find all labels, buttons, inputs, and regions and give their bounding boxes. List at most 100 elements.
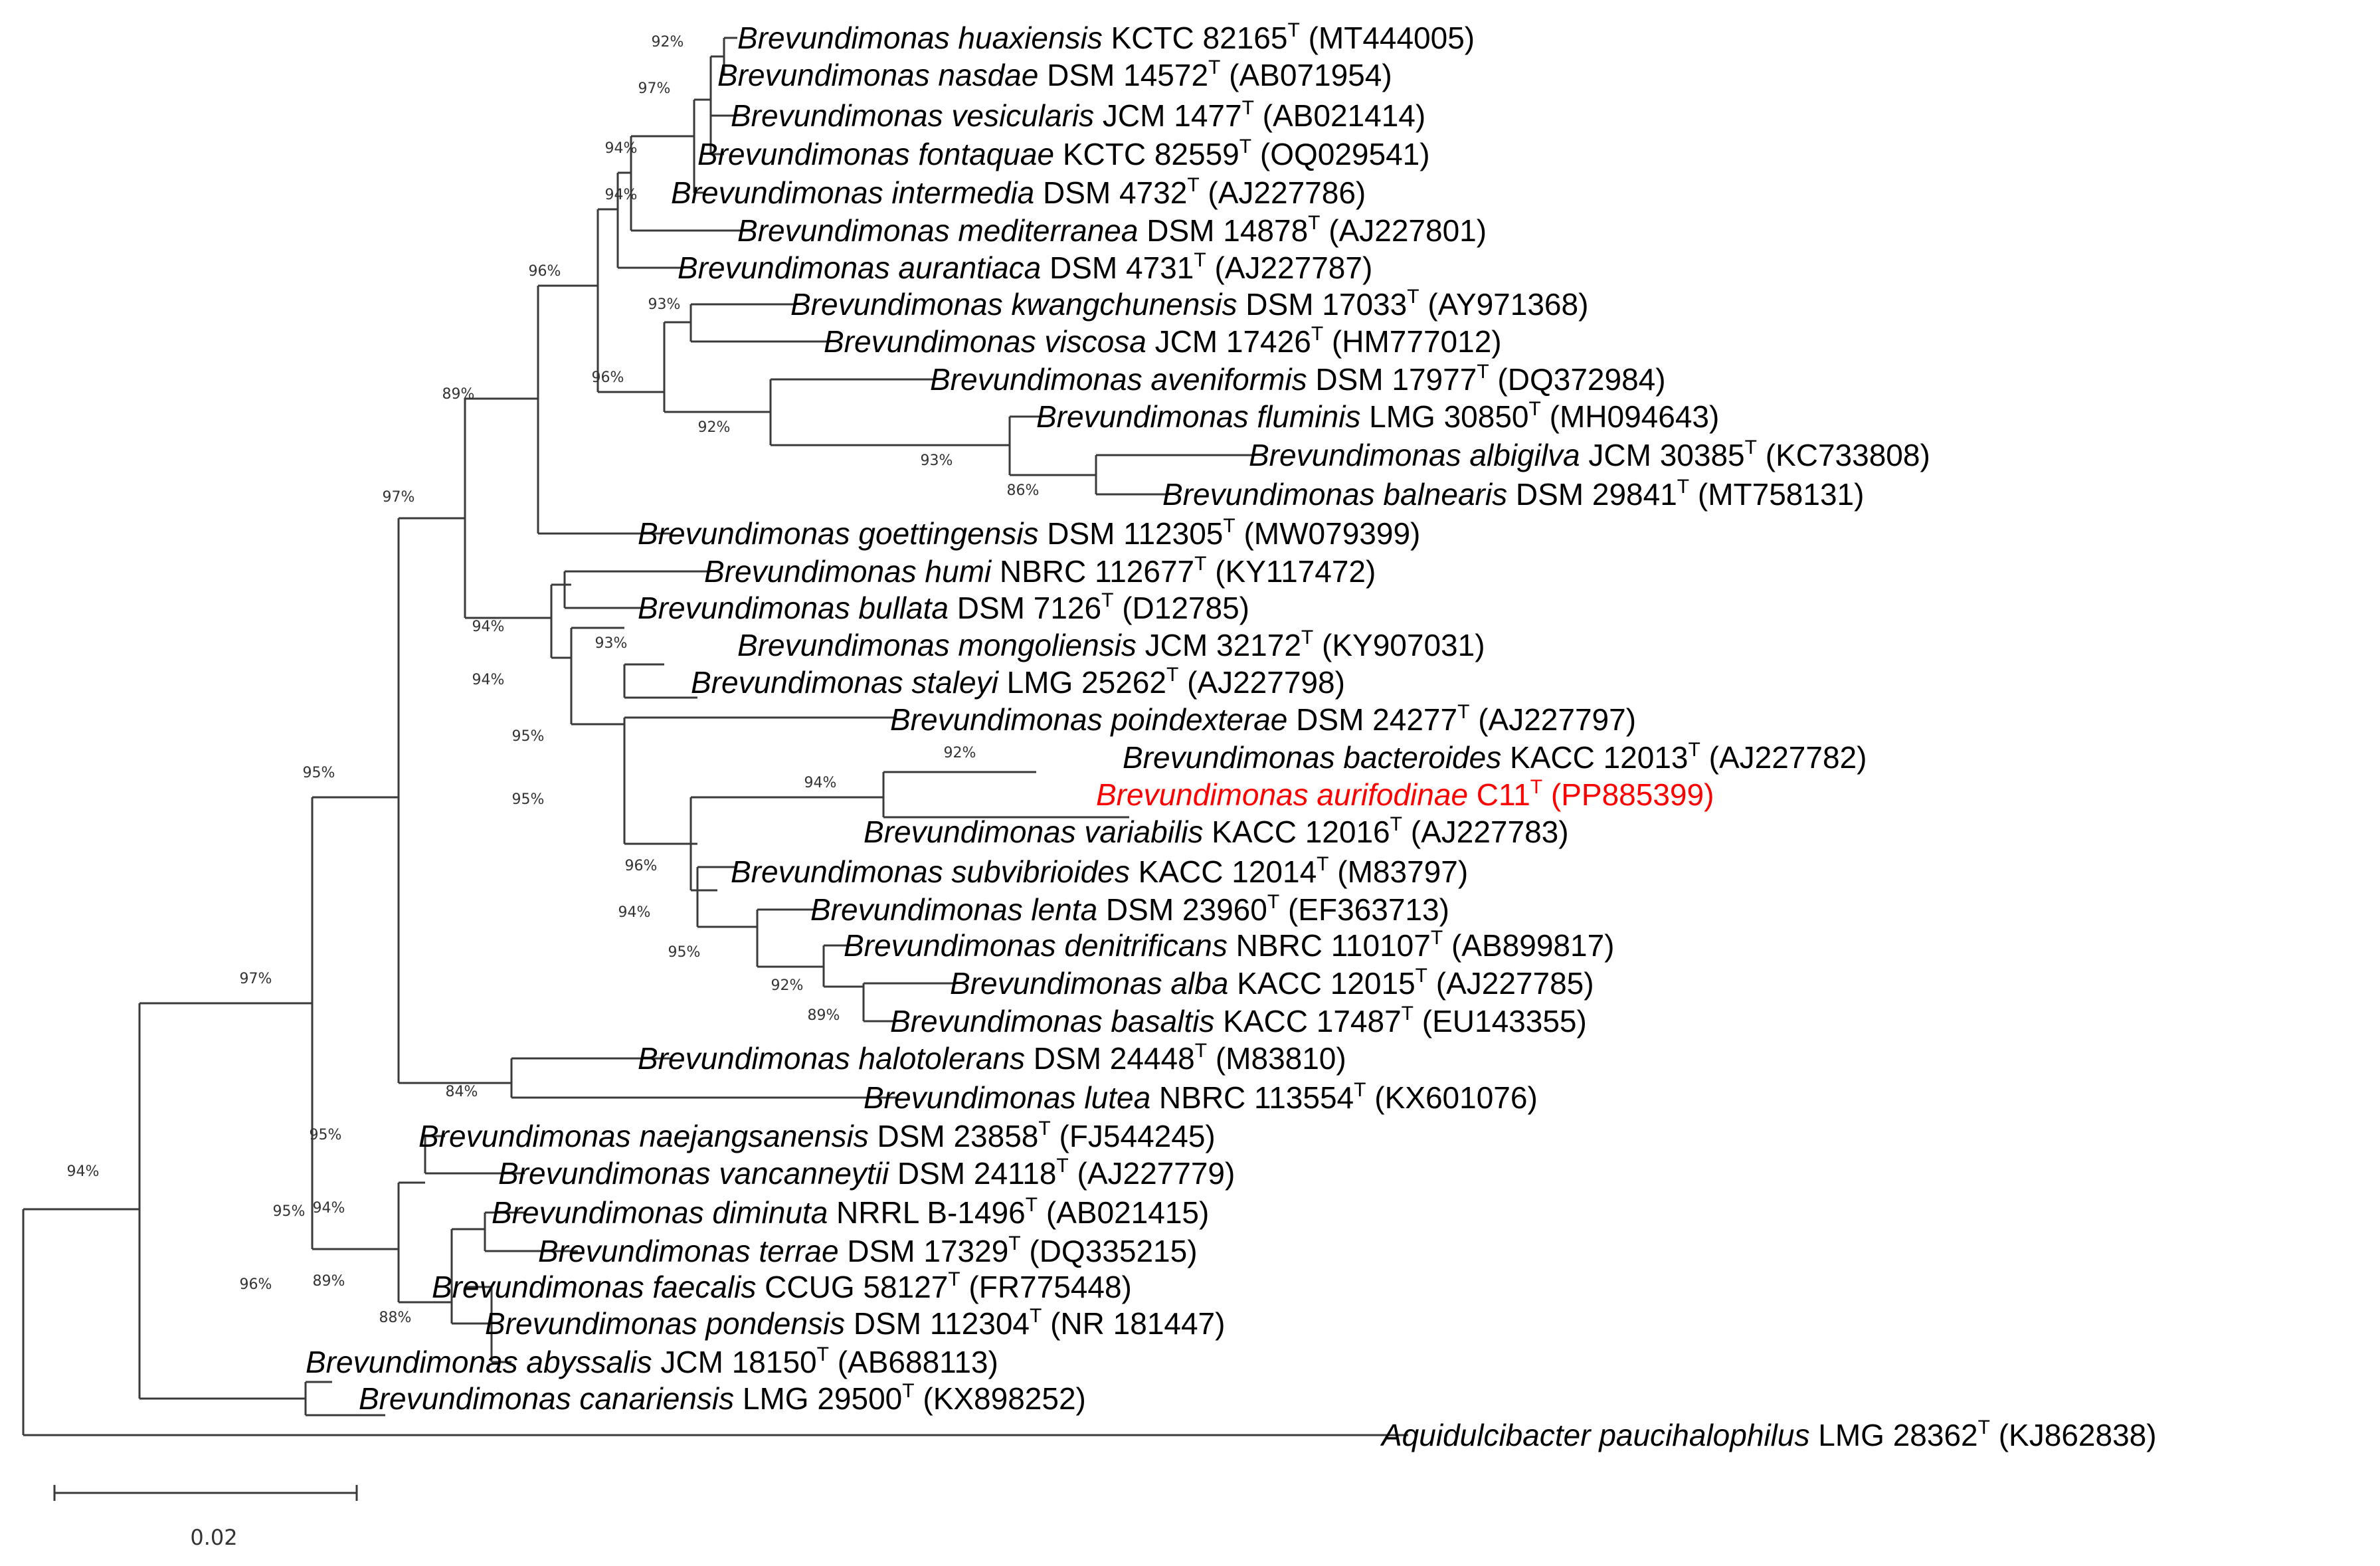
taxon-accession: (AJ227797) (1469, 702, 1636, 737)
bootstrap-value: 94% (313, 1200, 345, 1217)
bootstrap-value: 89% (442, 386, 475, 403)
taxon-accession: (KX898252) (915, 1381, 1086, 1416)
taxon-strain: KACC 12015 (1228, 966, 1415, 1001)
bootstrap-value: 84% (446, 1084, 478, 1100)
taxon-accession: (AB688113) (829, 1345, 998, 1379)
scale-bar-label: 0.02 (190, 1525, 237, 1550)
taxon-genus: Brevundimonas (790, 287, 1011, 322)
taxon-strain: KCTC 82559 (1054, 137, 1239, 171)
taxon-strain: DSM 29841 (1507, 477, 1677, 512)
taxon-species: terrae (759, 1234, 838, 1268)
type-strain-mark: T (1166, 664, 1178, 686)
type-strain-mark: T (1689, 739, 1700, 761)
taxon-strain: NBRC 112677 (991, 554, 1194, 589)
taxon-species: mongoliensis (958, 628, 1136, 662)
taxon-species: goettingensis (858, 516, 1038, 551)
taxon-species: basaltis (1111, 1004, 1214, 1038)
taxon-genus: Brevundimonas (678, 250, 898, 285)
taxon-strain: LMG 28362 (1809, 1418, 1977, 1452)
taxon-accession: (AJ227782) (1700, 740, 1867, 775)
taxon-species: bullata (858, 591, 949, 625)
taxon-genus: Brevundimonas (432, 1270, 652, 1304)
taxon-strain: JCM 32172 (1137, 628, 1301, 662)
taxon-species: bacteroides (1343, 740, 1501, 775)
taxon-species: aurifodinae (1317, 777, 1468, 812)
type-strain-mark: T (1317, 853, 1328, 875)
taxon-label: Brevundimonas canariensis LMG 29500T (KX… (359, 1380, 1086, 1416)
taxon-species: mediterranea (958, 213, 1138, 248)
taxon-species: humi (925, 554, 992, 589)
bootstrap-value: 94% (67, 1163, 100, 1180)
taxon-accession: (PP885399) (1542, 777, 1714, 812)
type-strain-mark: T (1195, 1040, 1207, 1062)
taxon-strain: DSM 17977 (1307, 362, 1477, 397)
taxon-accession: (DQ372984) (1489, 362, 1666, 397)
taxon-label: Brevundimonas faecalis CCUG 58127T (FR77… (432, 1268, 1132, 1304)
taxon-genus: Brevundimonas (890, 1004, 1111, 1038)
type-strain-mark: T (1477, 361, 1489, 383)
taxon-label: Brevundimonas mediterranea DSM 14878T (A… (737, 212, 1487, 248)
taxon-species: diminuta (712, 1195, 828, 1230)
bootstrap-value: 94% (605, 187, 638, 203)
taxon-strain: NBRC 110107 (1228, 928, 1431, 963)
taxon-species: subvibrioides (951, 854, 1129, 889)
taxon-accession: (MT758131) (1689, 477, 1864, 512)
taxon-genus: Brevundimonas (697, 137, 918, 171)
taxon-strain: DSM 4732 (1034, 175, 1187, 210)
taxon-species: viscosa (1044, 324, 1146, 359)
taxon-species: staleyi (911, 665, 999, 700)
type-strain-mark: T (1457, 701, 1469, 723)
taxon-strain: JCM 17426 (1146, 324, 1311, 359)
taxon-strain: NBRC 113554 (1150, 1080, 1354, 1115)
taxon-species: aveniformis (1150, 362, 1307, 397)
taxon-accession: (KJ862838) (1990, 1418, 2157, 1452)
taxon-label: Brevundimonas goettingensis DSM 112305T … (638, 515, 1420, 551)
taxon-species: intermedia (891, 175, 1034, 210)
taxon-species: variabilis (1084, 815, 1203, 849)
bootstrap-value: 92% (652, 34, 684, 50)
taxon-label: Brevundimonas lenta DSM 23960T (EF363713… (810, 891, 1449, 927)
taxon-genus: Brevundimonas (731, 854, 951, 889)
taxon-accession: (OQ029541) (1251, 137, 1429, 171)
taxon-genus: Brevundimonas (704, 554, 925, 589)
taxon-strain: DSM 23960 (1097, 892, 1267, 927)
taxon-species: albigilva (1469, 438, 1580, 472)
taxon-label: Brevundimonas subvibrioides KACC 12014T … (731, 853, 1468, 889)
taxon-genus: Brevundimonas (1036, 399, 1257, 434)
taxon-species: faecalis (652, 1270, 756, 1304)
type-strain-mark: T (1026, 1194, 1038, 1216)
taxon-accession: (MT444005) (1300, 21, 1475, 55)
type-strain-mark: T (1530, 776, 1542, 798)
bootstrap-value: 93% (921, 452, 953, 469)
taxon-accession: (AB021415) (1038, 1195, 1209, 1230)
taxon-genus: Brevundimonas (844, 928, 1064, 963)
bootstrap-value: 96% (625, 858, 658, 874)
bootstrap-value: 89% (313, 1273, 345, 1290)
taxon-species: abyssalis (526, 1345, 652, 1379)
taxon-strain: KACC 12013 (1501, 740, 1688, 775)
taxon-species: paucihalophilus (1598, 1418, 1809, 1452)
taxon-label: Brevundimonas albigilva JCM 30385T (KC73… (1249, 437, 1930, 472)
bootstrap-value: 92% (944, 745, 976, 761)
taxon-species: denitrificans (1064, 928, 1227, 963)
type-strain-mark: T (1301, 627, 1313, 648)
taxon-label: Brevundimonas nasdae DSM 14572T (AB07195… (717, 56, 1392, 92)
taxon-label: Brevundimonas naejangsanensis DSM 23858T… (418, 1118, 1216, 1153)
taxon-species: vancanneytii (719, 1156, 889, 1191)
taxon-label: Brevundimonas poindexterae DSM 24277T (A… (890, 701, 1636, 737)
type-strain-mark: T (902, 1380, 914, 1402)
bootstrap-value: 94% (618, 904, 651, 921)
taxon-accession: (EU143355) (1414, 1004, 1587, 1038)
taxon-label: Brevundimonas humi NBRC 112677T (KY11747… (704, 553, 1376, 589)
taxon-species: kwangchunensis (1011, 287, 1237, 322)
taxon-label: Brevundimonas kwangchunensis DSM 17033T … (790, 286, 1588, 322)
taxon-accession: (AJ227786) (1200, 175, 1366, 210)
bootstrap-value: 96% (240, 1276, 272, 1293)
taxon-strain: DSM 17329 (839, 1234, 1009, 1268)
taxon-species: lenta (1031, 892, 1097, 927)
taxon-accession: (AJ227779) (1069, 1156, 1236, 1191)
taxon-species: aurantiaca (898, 250, 1041, 285)
type-strain-mark: T (1267, 891, 1279, 913)
type-strain-mark: T (948, 1268, 960, 1290)
taxon-species: poindexterae (1109, 702, 1287, 737)
